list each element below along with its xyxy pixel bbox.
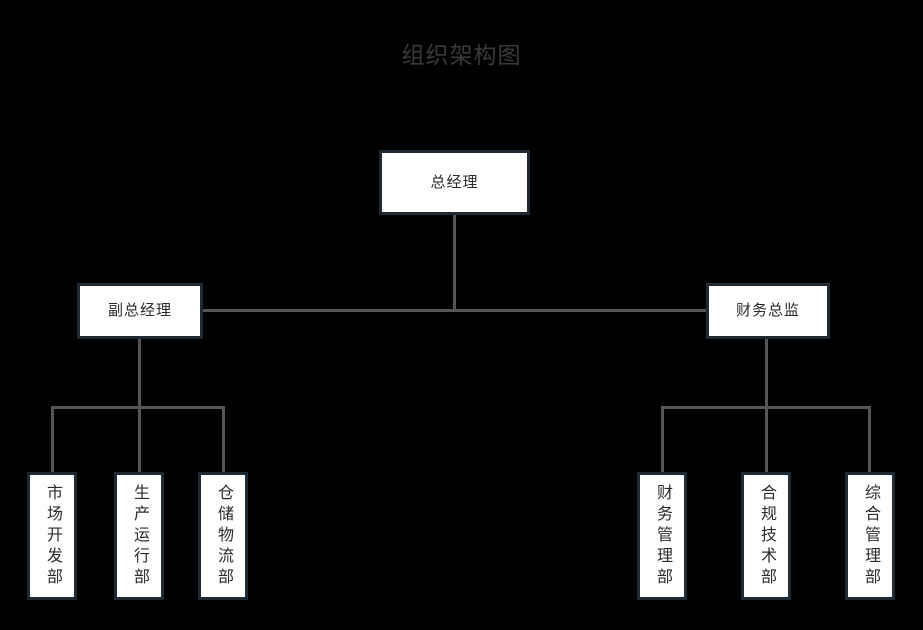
- node-deputy-general-manager[interactable]: 副总经理: [77, 283, 203, 339]
- node-compliance-technology-dept[interactable]: 合规技术部: [741, 472, 791, 600]
- node-general-manager[interactable]: 总经理: [379, 150, 530, 215]
- node-label: 仓储物流部: [215, 483, 232, 589]
- node-production-operations-dept[interactable]: 生产运行部: [114, 472, 164, 600]
- connector-root-stem: [453, 215, 456, 311]
- node-warehouse-logistics-dept[interactable]: 仓储物流部: [198, 472, 248, 600]
- connector-right-drop-1: [661, 406, 664, 472]
- node-label: 生产运行部: [131, 483, 148, 589]
- node-label: 财务总监: [735, 302, 800, 319]
- node-financial-director[interactable]: 财务总监: [706, 283, 830, 339]
- node-label: 合规技术部: [758, 483, 775, 589]
- connector-left-drop-1: [51, 406, 54, 472]
- node-market-development-dept[interactable]: 市场开发部: [27, 472, 77, 600]
- node-label: 综合管理部: [862, 483, 879, 589]
- node-label: 市场开发部: [44, 483, 61, 589]
- node-label: 副总经理: [107, 302, 172, 319]
- node-financial-management-dept[interactable]: 财务管理部: [637, 472, 687, 600]
- connector-left-drop-3: [222, 406, 225, 472]
- node-general-affairs-dept[interactable]: 综合管理部: [845, 472, 895, 600]
- connector-deputy-stem: [138, 339, 141, 409]
- connector-right-drop-2: [765, 406, 768, 472]
- connector-left-drop-2: [138, 406, 141, 472]
- node-label: 总经理: [430, 173, 479, 191]
- connector-right-drop-3: [868, 406, 871, 472]
- connector-director-stem: [765, 339, 768, 409]
- connector-level2-bus: [203, 309, 706, 312]
- page-title: 组织架构图: [401, 42, 522, 68]
- node-label: 财务管理部: [654, 483, 671, 589]
